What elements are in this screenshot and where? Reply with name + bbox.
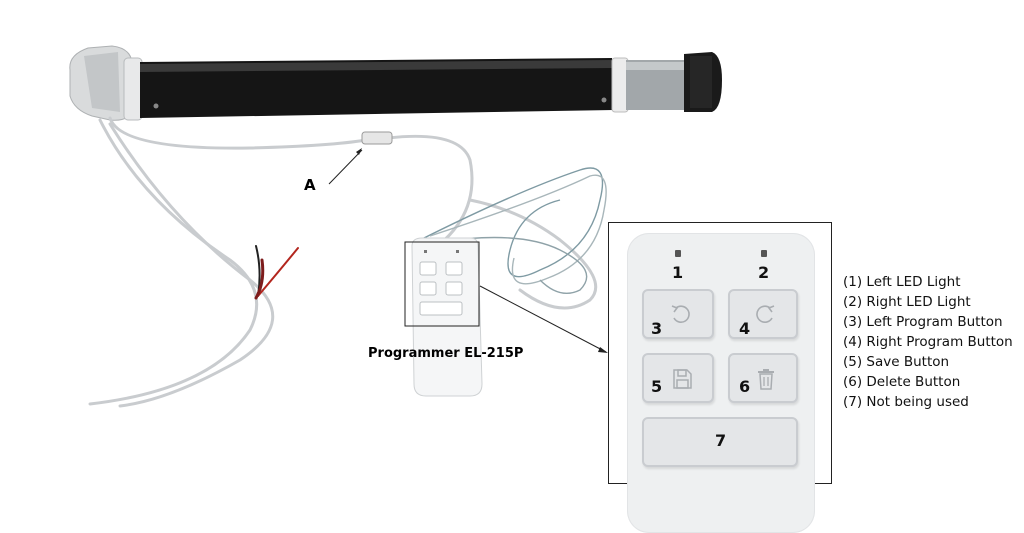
callout-a-arrow [328, 149, 363, 185]
unused-wide-button[interactable] [642, 417, 798, 467]
rotate-left-icon [671, 305, 690, 323]
button-number-7: 7 [715, 431, 727, 450]
right-program-button[interactable] [728, 289, 798, 339]
legend-item: (4) Right Program Button [843, 334, 1013, 350]
zoomed-keypad-panel: 1 2 3 4 5 [608, 222, 832, 533]
led-number-2: 2 [758, 263, 770, 282]
button-number-5: 5 [651, 377, 663, 396]
tubular-motor [69, 45, 722, 121]
remote-highlight-box [404, 241, 480, 327]
right-led-light [761, 250, 767, 257]
rotate-right-icon [756, 305, 775, 323]
programmer-remote [411, 237, 483, 397]
wire-ends [254, 245, 299, 300]
left-led-light [675, 250, 681, 257]
zoom-pointer-line [479, 285, 607, 353]
remote-face: 1 2 3 4 5 [627, 233, 815, 533]
legend-list: (1) Left LED Light (2) Right LED Light (… [843, 272, 1013, 412]
delete-button[interactable] [728, 353, 798, 403]
cable-connector [361, 131, 393, 145]
legend-item: (5) Save Button [843, 354, 950, 370]
trash-icon [758, 369, 774, 390]
coiled-wires [419, 167, 607, 294]
programmer-title: Programmer EL-215P [368, 346, 524, 361]
legend-item: (6) Delete Button [843, 374, 961, 390]
led-number-1: 1 [672, 263, 684, 282]
left-program-button[interactable] [642, 289, 714, 339]
button-number-6: 6 [739, 377, 751, 396]
callout-label-a: A [304, 176, 316, 194]
legend-item: (3) Left Program Button [843, 314, 1003, 330]
save-icon [673, 369, 692, 389]
legend-item: (1) Left LED Light [843, 274, 961, 290]
motor-scene [69, 45, 722, 408]
button-number-4: 4 [739, 319, 751, 338]
legend-item: (2) Right LED Light [843, 294, 971, 310]
motor-cable [88, 116, 598, 408]
legend-item: (7) Not being used [843, 394, 969, 410]
button-number-3: 3 [651, 319, 663, 338]
save-button[interactable] [642, 353, 714, 403]
